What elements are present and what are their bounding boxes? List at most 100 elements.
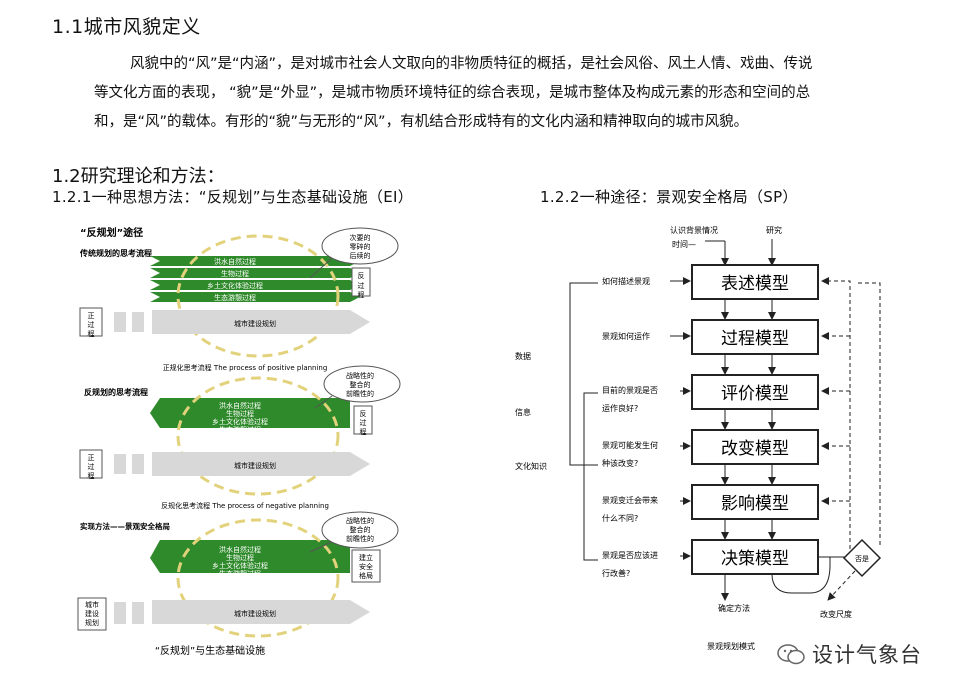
question-4-line-2: 种该改变?: [602, 458, 638, 468]
question-3-line-1: 目前的景观是否: [602, 385, 658, 395]
decision-diamond: [842, 538, 882, 578]
question-6-line-2: 行改善?: [602, 568, 630, 578]
block3-line-1: 洪水自然过程: [219, 545, 261, 554]
model-box-2: [691, 319, 819, 355]
paragraph-line-1: 风貌中的“风”是“内涵”，是对城市社会人文取向的非物质特征的概括，是社会风俗、风…: [130, 56, 813, 72]
model-1-label: 表述模型: [721, 274, 789, 294]
block-positive-planning: 传统规划的思考流程 洪水自然过程 生物过程 乡土文化体验过程 生态游憩过程 次要…: [79, 227, 399, 372]
block-security-pattern: 实现方法——景观安全格局 洪水自然过程 生物过程 乡土文化体验过程 生态游憩过程…: [77, 511, 399, 657]
block2-bubble-text-1: 战略性的: [346, 371, 374, 380]
block3-green-arrow: [150, 540, 350, 573]
watermark-text: 设计气象台: [812, 643, 922, 667]
question-2-line-1: 景观如何运作: [602, 331, 650, 341]
subheading-anti-planning: 1.2.1一种思想方法：“反规划”与生态基础设施（EI）: [52, 188, 414, 206]
question-1-line-1: 如何描述景观: [602, 276, 650, 286]
watermark: 设计气象台: [776, 640, 922, 668]
diamond-label: 否是: [855, 555, 869, 563]
block2-line-4: 生态游憩过程: [219, 425, 261, 434]
landscape-planning-diagram: 认识背景情况 时间— 研究 数据 信息 文化知识 如何描述景观 景观如何运作 目…: [515, 225, 882, 651]
question-6-line-1: 景观是否应该进: [602, 550, 658, 560]
block2-caption: 反规化思考流程 The process of negative planning: [161, 501, 329, 510]
question-list: 如何描述景观 景观如何运作 目前的景观是否 运作良好? 景观可能发生何 种该改变…: [602, 276, 658, 578]
block2-line-1: 洪水自然过程: [219, 401, 261, 410]
block3-left-box-text-1: 城市: [85, 600, 99, 609]
block2-side-box-text-3: 程: [360, 427, 367, 436]
block1-green-arrows: 洪水自然过程 生物过程 乡土文化体验过程 生态游憩过程: [150, 256, 360, 302]
block1-dashed-circle: [176, 234, 340, 358]
block1-grey-arrow-text: 城市建设规划: [234, 319, 276, 328]
block2-bubble: [323, 365, 401, 403]
block1-line-3: 乡土文化体验过程: [207, 281, 263, 290]
block3-side-box-text-1: 建立: [359, 553, 373, 562]
left-label-info: 信息: [515, 407, 531, 417]
block1-left-box: [79, 307, 103, 337]
model-5-label: 影响模型: [721, 494, 789, 514]
block3-side-box-text-2: 安全: [359, 562, 373, 571]
question-5-line-1: 景观变迁会带来: [602, 495, 658, 505]
left-label-data: 数据: [515, 351, 531, 361]
model-3-label: 评价模型: [721, 384, 789, 404]
model-box-1: [691, 264, 819, 300]
block1-line-1: 洪水自然过程: [214, 257, 256, 266]
block1-bubble: [321, 227, 399, 265]
block1-side-box-text-2: 过: [358, 281, 365, 290]
block3-bubble-text-3: 前瞻性的: [346, 534, 374, 543]
block3-dashed-circle: [176, 518, 340, 638]
top-time-label: 时间—: [672, 239, 696, 249]
block3-caption: “反规划”与生态基础设施: [155, 644, 265, 657]
block3-line-2: 生物过程: [226, 553, 254, 562]
block3-grey-arrow-text: 城市建设规划: [234, 609, 276, 618]
block1-side-box-text-3: 程: [358, 290, 365, 299]
block1-side-box-text-1: 反: [358, 271, 365, 280]
change-scale-label: 改变尺度: [820, 609, 852, 619]
block2-side-box-text-1: 反: [360, 409, 367, 418]
model-6-label: 决策模型: [721, 549, 789, 569]
diagram-caption: 景观规划模式: [707, 641, 755, 651]
question-3-line-2: 运作良好?: [602, 403, 638, 413]
anti-planning-diagram: “反规划”途径 传统规划的思考流程 洪水自然过程 生物过程 乡土文化体验过程 生…: [77, 226, 401, 657]
block3-left-box-text-3: 规划: [85, 618, 99, 627]
block2-side-box-text-2: 过: [360, 418, 367, 427]
model-box-5: [691, 484, 819, 520]
subheading-security-pattern: 1.2.2一种途径：景观安全格局（SP）: [540, 188, 798, 206]
diagram-title: “反规划”途径: [80, 226, 143, 239]
block3-bubble-text-2: 整合的: [350, 525, 371, 534]
question-4-line-1: 景观可能发生何: [602, 440, 658, 450]
left-label-culture: 文化知识: [515, 461, 547, 471]
block3-side-box-text-3: 格局: [359, 571, 373, 580]
definition-paragraph: 风貌中的“风”是“内涵”，是对城市社会人文取向的非物质特征的概括，是社会风俗、风…: [94, 50, 924, 137]
wechat-icon: [777, 644, 805, 665]
model-box-4: [691, 429, 819, 465]
top-research-label: 研究: [766, 225, 782, 235]
block2-label: 反规划的思考流程: [84, 387, 148, 397]
top-background-label: 认识背景情况: [670, 225, 718, 235]
block1-bubble-text: 次要的: [350, 233, 371, 242]
feedback-loops: [821, 277, 881, 556]
model-stack: 表述模型 过程模型 评价模型 改变模型 影响模型 决策模型: [691, 264, 819, 575]
model-4-label: 改变模型: [721, 439, 789, 459]
block1-side-box: [351, 267, 371, 297]
block1-bubble-tail: [309, 257, 333, 279]
section-1-2-heading: 1.2研究理论和方法：: [52, 166, 225, 187]
model-2-label: 过程模型: [721, 329, 789, 349]
paragraph-line-3: 和，是“风”的载体。有形的“貌”与无形的“风”，有机结合形成特有的文化内涵和精神…: [94, 114, 749, 130]
left-bracket-inner: [583, 392, 598, 561]
block1-left-box-text-3: 程: [88, 329, 95, 338]
block3-grey-arrow: [152, 600, 370, 624]
block2-line-3: 乡土文化体验过程: [212, 417, 268, 426]
question-5-line-2: 什么不同?: [602, 513, 638, 523]
block1-label: 传统规划的思考流程: [79, 248, 152, 258]
block1-bubble-text-2: 零碎的: [350, 242, 371, 251]
block2-left-box-text-1: 正: [88, 454, 95, 462]
block-negative-planning: 反规划的思考流程 洪水自然过程 生物过程 乡土文化体验过程 生态游憩过程 战略性…: [79, 365, 401, 510]
block2-grey-arrow: [152, 452, 370, 476]
block2-left-box-text-3: 程: [88, 471, 95, 480]
section-1-1-heading: 1.1城市风貌定义: [52, 16, 201, 38]
block2-bubble-text-3: 前瞻性的: [346, 389, 374, 398]
determine-method-label: 确定方法: [718, 603, 750, 613]
block3-bubble-text-1: 战略性的: [346, 516, 374, 525]
block1-bubble-text-3: 后续的: [350, 251, 371, 260]
question-arrows: [670, 277, 691, 560]
block3-line-3: 乡土文化体验过程: [212, 561, 268, 570]
block2-bubble-text-2: 整合的: [350, 380, 371, 389]
